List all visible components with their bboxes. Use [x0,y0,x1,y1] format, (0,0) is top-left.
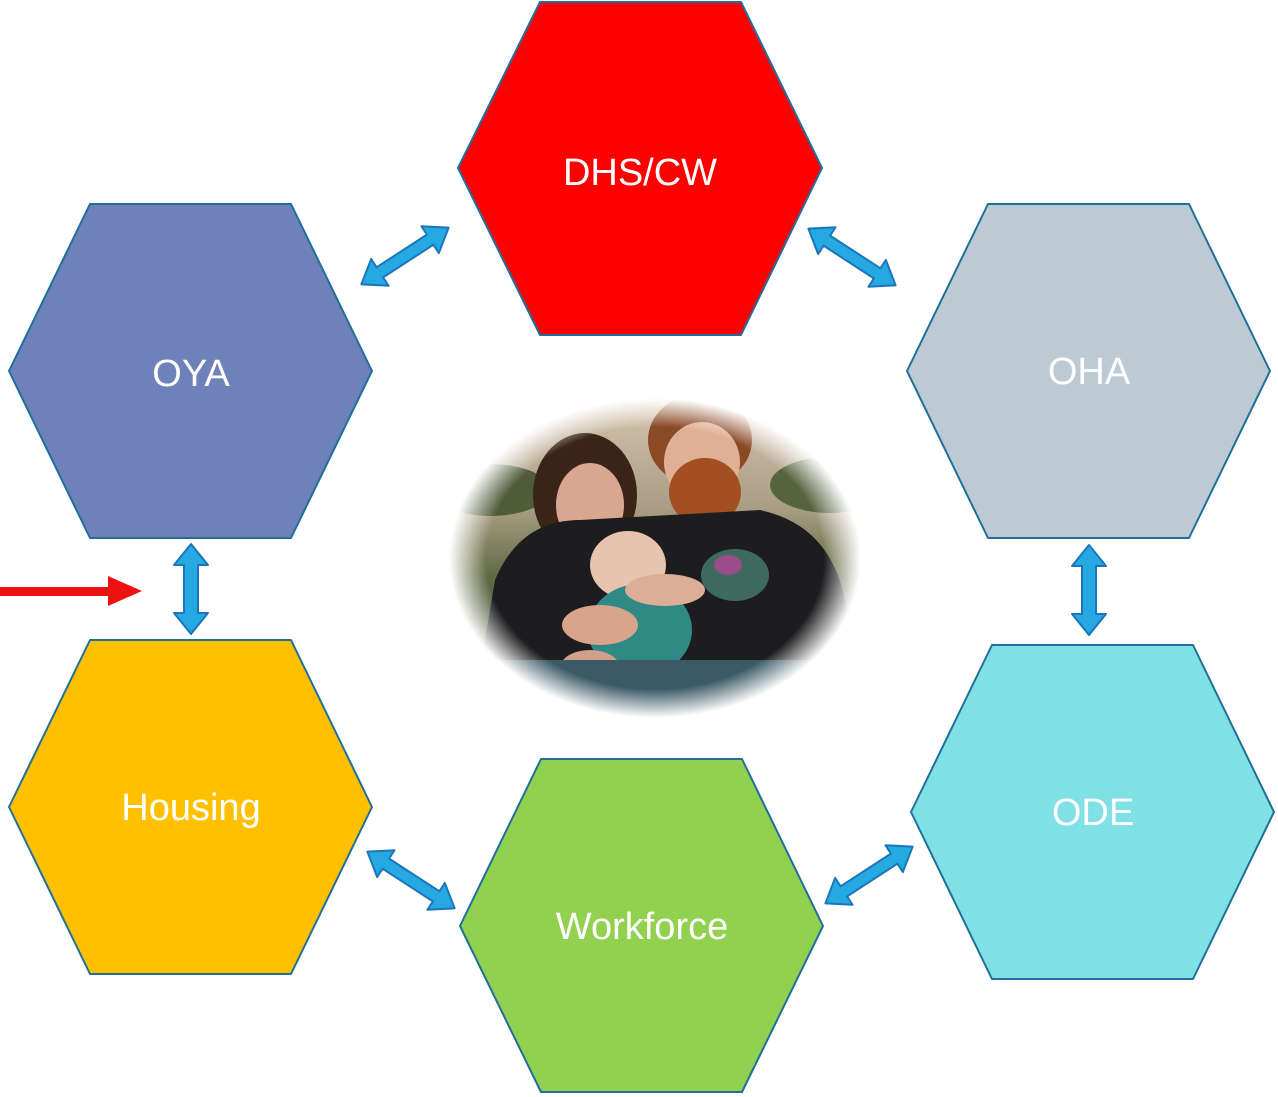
hex-oha: OHA [906,203,1271,539]
hex-oya: OYA [8,203,373,539]
red-pointer-arrow [0,576,142,606]
hex-workforce-shape [459,758,824,1093]
connector-oya-dhs-arrow [360,225,450,287]
hex-oha-label: OHA [1048,351,1131,393]
hex-workforce: Workforce [459,758,824,1093]
hex-ode-label: ODE [1052,792,1134,834]
hex-workforce-label: Workforce [556,906,728,948]
connector-ode-workforce-arrow [824,844,914,906]
hex-oha-shape [906,203,1271,539]
family-photo [430,390,890,730]
hex-ode: ODE [910,644,1275,980]
hex-ode-shape [910,644,1275,980]
connector-oha-ode-arrow [1071,544,1107,636]
connector-housing-oya-arrow [173,543,209,635]
hex-housing-shape [8,639,373,975]
hex-dhs-cw-label: DHS/CW [563,152,717,194]
hex-housing: Housing [8,639,373,975]
hex-housing-label: Housing [121,787,260,829]
connector-workforce-housing-arrow [366,849,456,911]
hex-oya-label: OYA [152,353,230,395]
hex-dhs-cw: DHS/CW [457,1,823,336]
hex-oya-shape [8,203,373,539]
connector-dhs-oha-arrow [807,226,897,288]
hex-dhs-cw-shape [457,1,823,336]
